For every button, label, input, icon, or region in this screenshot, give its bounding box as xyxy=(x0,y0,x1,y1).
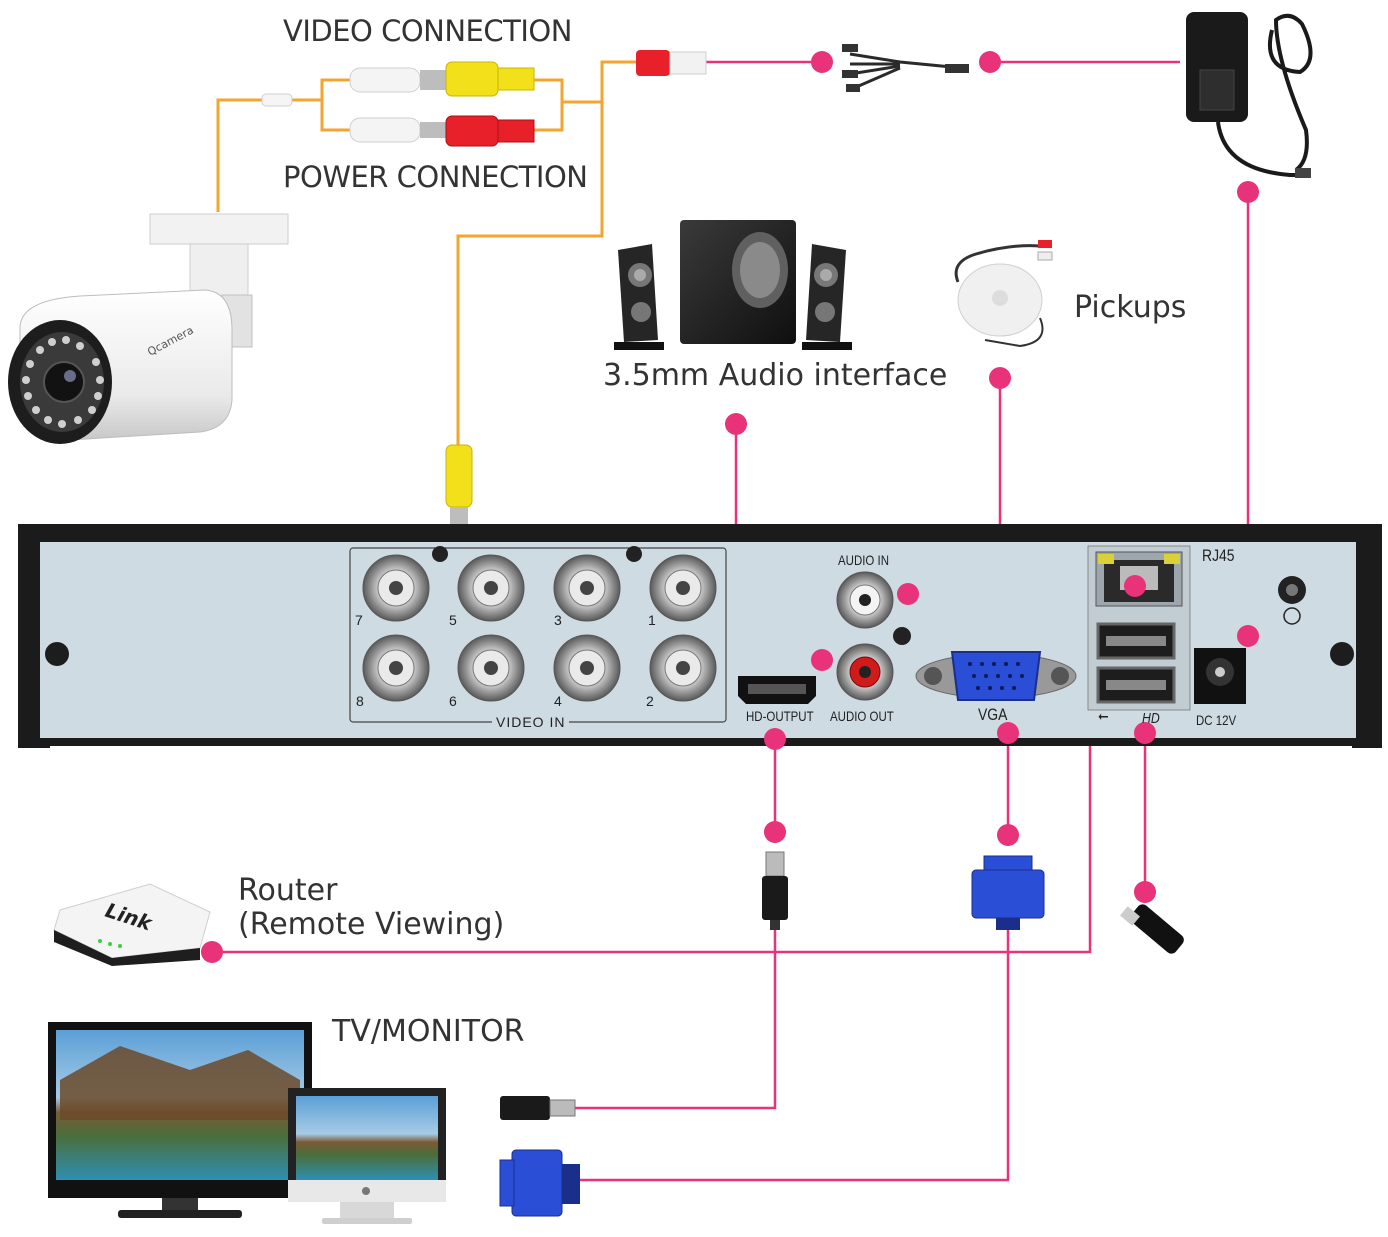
usb-stick-image xyxy=(1120,904,1184,954)
speakers-image xyxy=(614,220,852,350)
bnc-num-4: 4 xyxy=(554,693,562,709)
bnc-2 xyxy=(649,634,717,702)
video-in-label: VIDEO IN xyxy=(492,714,570,730)
monitor-image xyxy=(288,1088,446,1224)
bnc-6 xyxy=(457,634,525,702)
video-power-connectors xyxy=(261,50,707,529)
bnc-num-5: 5 xyxy=(449,612,457,628)
bnc-5 xyxy=(457,554,525,622)
bnc-3 xyxy=(553,554,621,622)
router-label-line1: Router xyxy=(238,873,338,908)
pink-dots xyxy=(201,51,1259,963)
bnc-num-2: 2 xyxy=(646,693,654,709)
power-splitter xyxy=(849,52,963,90)
router-label-line2: (Remote Viewing) xyxy=(238,907,505,942)
bnc-7 xyxy=(362,554,430,622)
bnc-num-7: 7 xyxy=(355,612,363,628)
vga-cable xyxy=(971,855,1045,930)
vga-port xyxy=(915,651,1077,701)
pickups-label: Pickups xyxy=(1074,290,1187,325)
video-connection-label: VIDEO CONNECTION xyxy=(283,14,572,48)
hd-output-label: HD-OUTPUT xyxy=(746,708,814,724)
tv-image xyxy=(48,1022,312,1218)
vga-plug-horizontal xyxy=(499,1149,580,1217)
dc-jack xyxy=(1194,648,1246,704)
hdmi-plug-horizontal xyxy=(500,1096,576,1120)
hdmi-cable xyxy=(762,851,788,930)
hdmi-port xyxy=(738,676,816,704)
dc-12v-label: DC 12V xyxy=(1196,712,1237,728)
bnc-8 xyxy=(362,634,430,702)
bnc-num-8: 8 xyxy=(356,693,364,709)
bnc-num-3: 3 xyxy=(554,612,562,628)
audio-interface-label: 3.5mm Audio interface xyxy=(603,358,948,393)
vga-label: VGA xyxy=(978,705,1008,724)
camera-image xyxy=(8,213,289,444)
rj45-usb-block xyxy=(1087,545,1191,711)
ground-screw xyxy=(1278,576,1306,625)
audio-in-port xyxy=(836,571,894,629)
bnc-num-6: 6 xyxy=(449,693,457,709)
camera-cable xyxy=(216,60,636,445)
usb-icon: ⭠ xyxy=(1098,708,1109,725)
rj45-label: RJ45 xyxy=(1202,546,1235,565)
audio-in-label: AUDIO IN xyxy=(838,552,890,568)
bnc-1 xyxy=(649,554,717,622)
hd-icon: HD xyxy=(1142,710,1160,727)
router-label: Router (Remote Viewing) xyxy=(238,874,504,942)
power-adapter-image xyxy=(1186,12,1313,178)
bnc-connectors xyxy=(362,554,717,702)
bnc-num-1: 1 xyxy=(648,612,656,628)
tv-monitor-label: TV/MONITOR xyxy=(332,1014,525,1049)
audio-out-port xyxy=(836,643,894,701)
pickup-mic-image xyxy=(954,240,1053,348)
power-connection-label: POWER CONNECTION xyxy=(283,160,588,194)
router-image xyxy=(53,883,211,966)
bnc-4 xyxy=(553,634,621,702)
audio-out-label: AUDIO OUT xyxy=(830,708,894,724)
